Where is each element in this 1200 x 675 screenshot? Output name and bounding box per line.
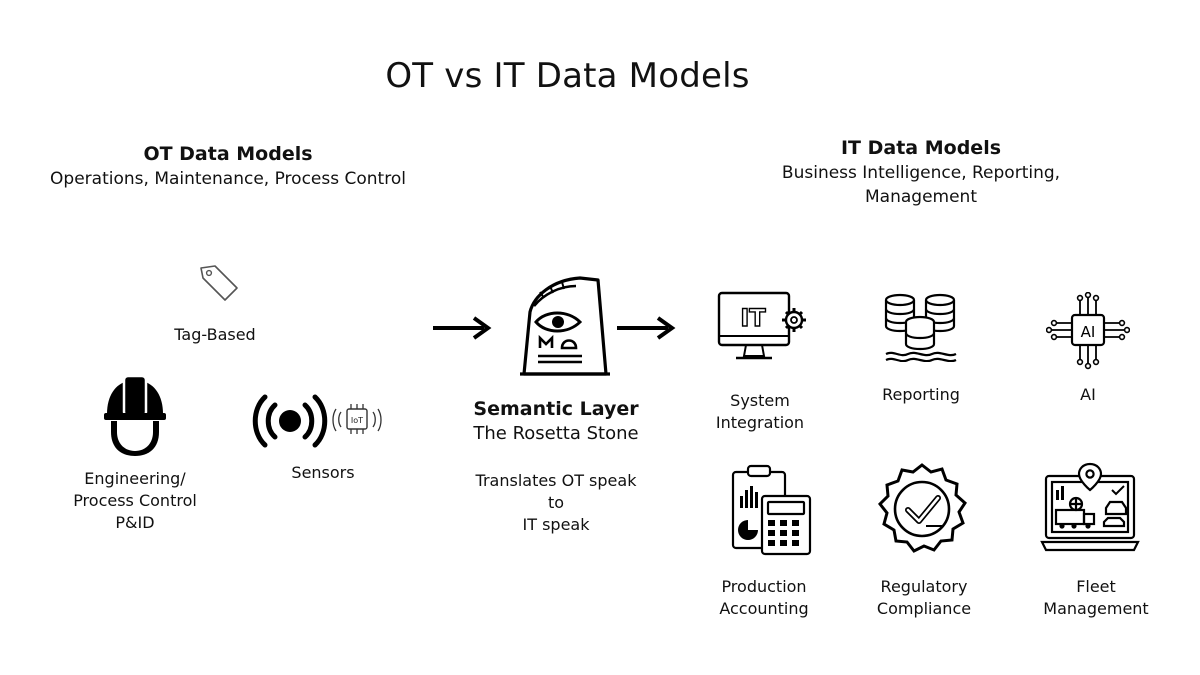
database-icon — [882, 292, 960, 362]
ai-chip-icon: AI — [1046, 292, 1130, 370]
rosetta-stone-icon — [514, 276, 610, 378]
svg-text:IT: IT — [740, 304, 766, 332]
semantic-heading: Semantic Layer — [473, 398, 639, 420]
sensor-icon — [252, 393, 328, 449]
it-header: IT Data Models Business Intelligence, Re… — [760, 137, 1082, 209]
arrow-right-icon — [430, 313, 494, 343]
ot-subheading: Operations, Maintenance, Process Control — [50, 169, 406, 189]
ot-header: OT Data Models Operations, Maintenance, … — [28, 143, 428, 191]
fleet-laptop-icon — [1040, 462, 1140, 556]
production-accounting-label: Production Accounting — [719, 577, 809, 618]
compliance-badge-icon — [874, 462, 970, 558]
semantic-layer-block: Semantic Layer The Rosetta Stone — [446, 398, 666, 446]
clipboard-calculator-icon — [730, 464, 814, 558]
it-subheading: Business Intelligence, Reporting, Manage… — [781, 163, 1061, 207]
sensors-label: Sensors — [291, 463, 355, 482]
it-heading: IT Data Models — [840, 137, 1002, 159]
fleet-management-label: Fleet Management — [1043, 577, 1149, 618]
svg-text:AI: AI — [1081, 323, 1096, 341]
it-monitor-gear-icon: IT — [716, 290, 814, 362]
iot-chip-icon: IoT — [332, 398, 382, 442]
hard-hat-icon — [102, 372, 168, 458]
arrow-right-icon — [614, 313, 678, 343]
tag-based-label: Tag-Based — [174, 325, 256, 344]
reporting-label: Reporting — [882, 385, 960, 404]
semantic-description: Translates OT speak to IT speak — [475, 471, 637, 534]
page-title: OT vs IT Data Models — [385, 56, 750, 96]
semantic-subheading: The Rosetta Stone — [473, 423, 639, 444]
system-integration-label: System Integration — [715, 391, 805, 432]
regulatory-compliance-label: Regulatory Compliance — [876, 577, 972, 618]
engineering-label: Engineering/ Process Control P&ID — [73, 469, 197, 532]
ot-heading: OT Data Models — [143, 143, 313, 165]
svg-text:IoT: IoT — [351, 416, 363, 425]
tag-icon — [195, 260, 243, 304]
ai-label: AI — [1080, 385, 1096, 404]
